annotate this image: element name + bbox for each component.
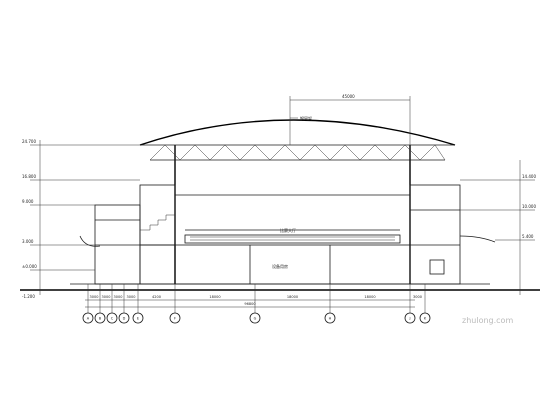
court-railing bbox=[190, 236, 395, 241]
total-length-label: 96800 bbox=[244, 302, 255, 306]
svg-text:C: C bbox=[111, 317, 114, 321]
right-mid-label: 10.000 bbox=[522, 204, 536, 209]
basement-label: 设备用房 bbox=[272, 263, 288, 269]
bottom-dim-label: 18000 bbox=[364, 295, 375, 299]
right-low-label: 5.400 bbox=[522, 234, 534, 239]
roof-span-label: 45000 bbox=[342, 94, 355, 99]
bottom-dim-label: 3000 bbox=[127, 295, 136, 299]
left-elevations bbox=[30, 140, 140, 295]
bottom-dim-label: 4200 bbox=[152, 295, 161, 299]
court-floor bbox=[184, 234, 401, 244]
right-elevations bbox=[460, 160, 535, 295]
left-canopy bbox=[79, 235, 101, 247]
elev-low-label: 3.000 bbox=[22, 239, 34, 244]
svg-text:E: E bbox=[137, 317, 139, 321]
right-window bbox=[429, 259, 445, 275]
bottom-dim-label: 3000 bbox=[413, 295, 422, 299]
axis-bubble-h: H bbox=[324, 284, 336, 324]
svg-text:J: J bbox=[408, 317, 410, 321]
watermark: zhulong.com bbox=[462, 316, 513, 325]
bottom-dim-label: 3000 bbox=[102, 295, 111, 299]
svg-text:D: D bbox=[123, 317, 126, 321]
axis-bubble-e: E bbox=[132, 284, 144, 324]
elev-mid1-label: 16.800 bbox=[22, 174, 36, 179]
left-stair bbox=[140, 214, 175, 231]
elev-zero-label: ±0.000 bbox=[22, 264, 37, 269]
roof-note: 钢网架 bbox=[300, 115, 312, 121]
axis-bubble-b: B bbox=[94, 284, 106, 324]
bottom-dim-label: 18000 bbox=[209, 295, 220, 299]
axis-bubble-j: J bbox=[404, 284, 416, 324]
elev-mid2-label: 9.000 bbox=[22, 199, 34, 204]
axis-bubble-c: C bbox=[106, 284, 118, 324]
svg-text:F: F bbox=[174, 317, 176, 321]
svg-text:G: G bbox=[254, 317, 257, 321]
bottom-dim-label: 3000 bbox=[114, 295, 123, 299]
svg-text:H: H bbox=[329, 317, 332, 321]
left-wing bbox=[94, 204, 141, 285]
elev-neg-label: -1.200 bbox=[22, 294, 35, 299]
svg-text:B: B bbox=[99, 317, 102, 321]
axis-bubble-k: K bbox=[419, 284, 431, 324]
svg-text:K: K bbox=[424, 317, 427, 321]
right-top-label: 14.400 bbox=[522, 174, 536, 179]
axis-bubble-g: G bbox=[249, 284, 261, 324]
elev-top-label: 24.700 bbox=[22, 139, 36, 144]
hall-label: 比赛大厅 bbox=[280, 227, 296, 233]
roof-truss bbox=[149, 144, 446, 161]
axis-bubble-f: F bbox=[169, 284, 181, 324]
bottom-dim-label: 3000 bbox=[90, 295, 99, 299]
right-wing bbox=[409, 184, 461, 285]
bottom-dim-label: 18000 bbox=[287, 295, 298, 299]
roof-arc bbox=[139, 119, 456, 146]
svg-text:A: A bbox=[87, 317, 90, 321]
axis-bubble-d: D bbox=[118, 284, 130, 324]
right-canopy bbox=[459, 235, 496, 243]
axis-bubble-a: A bbox=[82, 284, 94, 324]
